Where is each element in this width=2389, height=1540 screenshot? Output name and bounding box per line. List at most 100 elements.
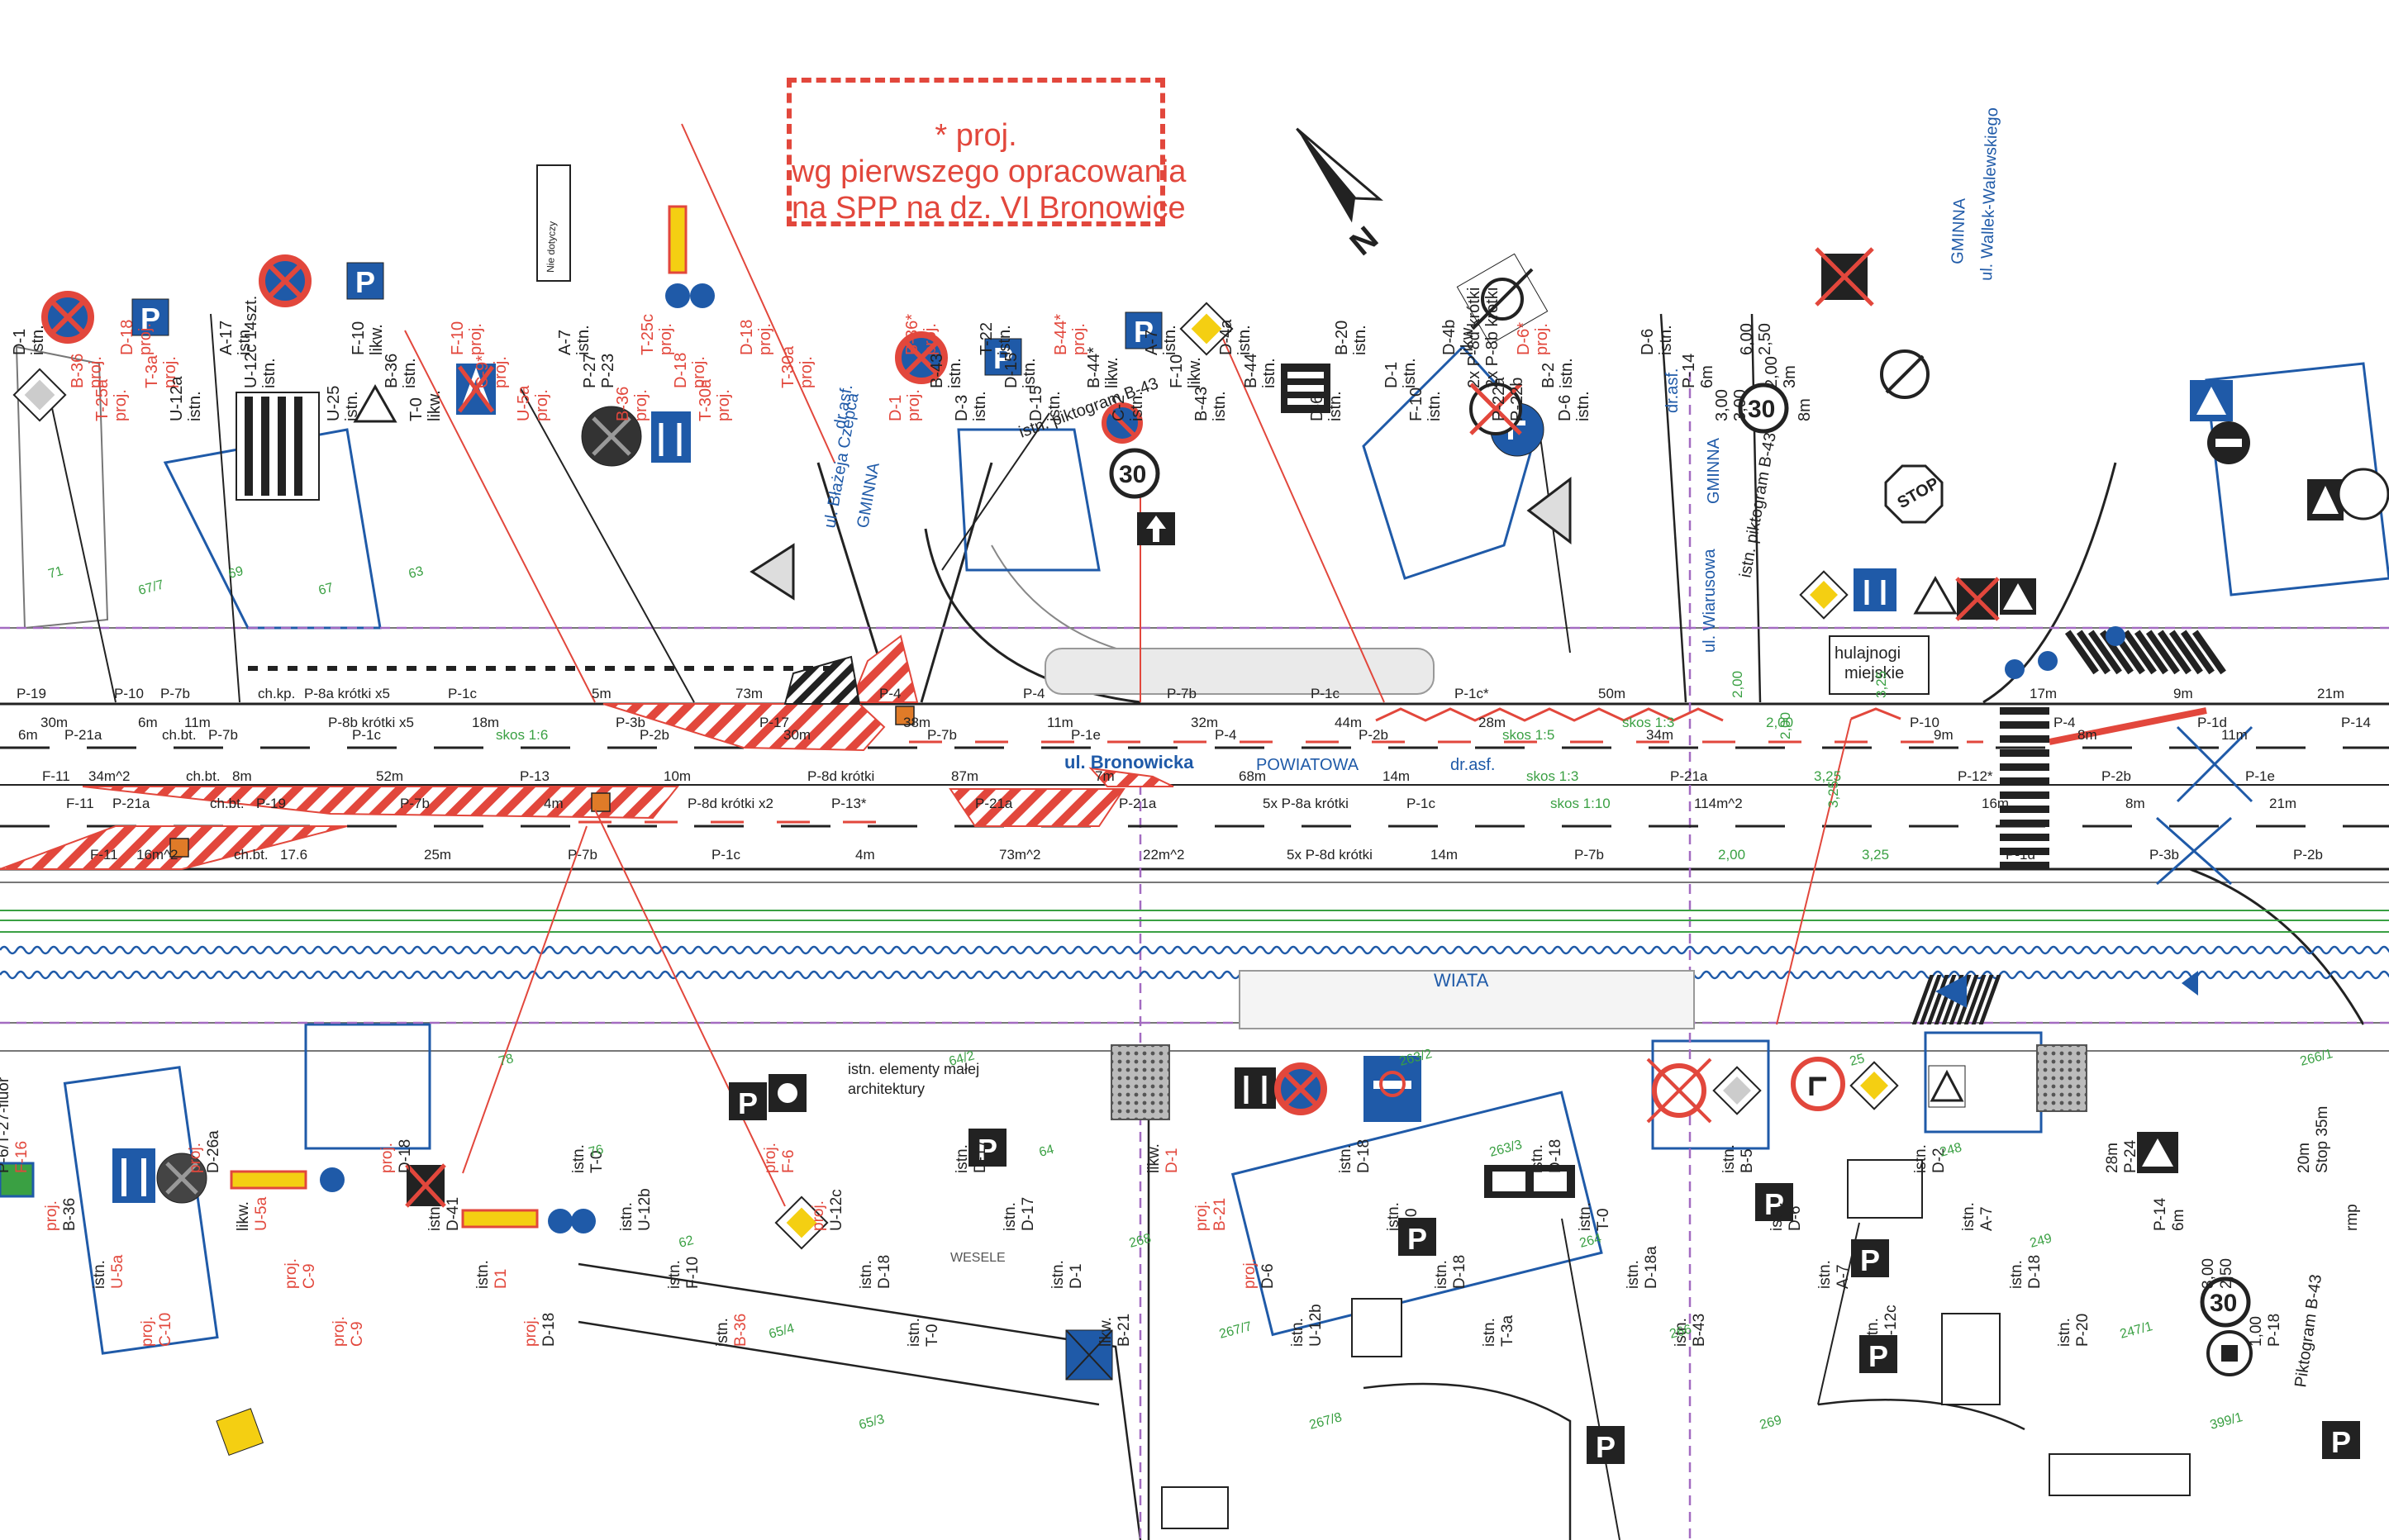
sign-label: T-25a [93,378,112,421]
road-marking-label: P-8d krótki x2 [688,796,773,811]
road-marking-label: P-21a [1119,796,1157,811]
crosswalk-stripe [2145,630,2180,675]
road-marking-label: 11m [184,715,211,730]
road-marking-label: 30m [40,715,68,730]
parcel-number: 399/1 [2209,1410,2244,1433]
mandatory-direction-sign-icon [548,1209,573,1233]
sign-label: P-23 [599,354,617,388]
sign-label: 3m [1781,365,1799,388]
legend-line: wg pierwszego opracowania [792,154,1187,189]
road-marking-label: P-7b [568,847,597,863]
road-marking-label: skos 1:3 [1526,768,1578,784]
parking-markers [169,706,915,858]
road-info-sign-icon [1484,1165,1575,1198]
sign-label: rmp [2344,1204,2361,1231]
road-marking-label: ch.bt. [162,727,197,743]
north-arrow-icon [1296,127,1383,223]
kerb-dash [664,666,674,671]
sign-label: proj. [657,323,675,355]
parking-sign-icon: P [1398,1218,1436,1256]
road-marking-label: P-21a [1670,768,1708,784]
kerb-dash [347,666,357,671]
svg-text:30: 30 [2210,1290,2237,1317]
sign-label: U-5a [109,1254,126,1289]
road-marking-label: 8m [232,768,252,784]
sign-label: istn. [714,1318,731,1347]
priority-road-sign-icon [1849,1061,1899,1110]
sign-label: istn. [1625,1260,1642,1289]
parcel-number: 267/7 [1218,1319,1254,1342]
road-marking-label: ch.bt. [234,847,269,863]
sign-label: istn. [1401,358,1419,388]
road-marking-label: ch.bt. [186,768,221,784]
bike-lane-sign-icon [2307,479,2344,520]
road-marking-label: P-14 [2341,715,2371,730]
sign-label: D-1 [887,395,905,421]
sign-label: proj. [378,1143,396,1173]
speed-limit-30-sign-icon: 30 [2200,1276,2251,1328]
legend-line: na SPP na dz. VI Bronowice [792,191,1186,226]
warning-triangle-sign-icon [353,383,397,423]
road-marking-label: P-4 [2053,715,2075,730]
road-marking-label: 34m [1646,727,1673,743]
sign-label: proj. [1241,1258,1259,1289]
road-marking-label: 16m^2 [136,847,178,863]
crosswalk-stripe [2076,630,2111,675]
sign-label: proj. [43,1200,60,1231]
sign-label: D-18 [540,1313,558,1347]
kerb-dash [565,666,575,671]
parcel-number: 65/4 [768,1321,797,1342]
road-marking-label: 17.6 [280,847,307,863]
road-marking-label: P-4 [1023,686,1045,701]
parking-sign-icon: P [984,338,1022,376]
sign-label: istn. [1049,1260,1067,1289]
crosswalk-stripe [1978,975,2001,1024]
sign-label: P-18 [2266,1314,2283,1347]
sign-label: D-41 [445,1197,462,1231]
road-marking-label: skos 1:3 [1622,715,1674,730]
sign-label: likw. [1186,357,1204,388]
sign-label: T-0 [1403,1209,1421,1231]
sign-label: likw. [1097,1317,1115,1347]
sign-label: F-10 [350,321,368,355]
sign-label: D-17 [972,1139,989,1173]
sign-label: istn. [1326,391,1344,421]
no-left-turn-sign-icon [1456,253,1549,345]
sign-label: proj. [533,389,551,421]
svg-text:P: P [355,265,375,299]
parcel-number: 76 [588,1143,606,1160]
crosswalk-stripe [2000,707,2049,715]
scooter-sign-icon [1829,635,1930,695]
sign-label: B-5 [1739,1148,1756,1173]
parcel-number: 65/3 [858,1412,887,1433]
sign-label: B-21 [1116,1314,1133,1347]
sign-label: Stop 35m [2314,1106,2331,1173]
crosswalk-stripe [2000,848,2049,855]
sign-label: istn. [1425,391,1444,421]
sign-label: proj. [112,389,130,421]
parcel-number: 63 [407,564,426,582]
road-marking-label: 34m^2 [88,768,131,784]
sign-label: T-3a [1499,1315,1516,1347]
speed-limit-30-sign-icon: 30 [1109,448,1160,499]
road-marking-label: 21m [2269,796,2296,811]
kerb-dash [387,666,397,671]
kerb-dash [526,666,535,671]
road-marking-label: 9m [2173,686,2193,701]
road-marking-label: P-10 [1910,715,1939,730]
no-stopping-sign-icon [1274,1062,1327,1115]
sign-label: F-10 [1407,387,1425,421]
sign-label: U-12a [168,376,186,421]
sign-label: proj. [139,1316,156,1347]
road-marking-label: 9m [1934,727,1954,743]
road-marking-label: 52m [376,768,403,784]
sign-label: P-22b [1508,378,1526,421]
parcel-number: 268 [1128,1232,1153,1251]
kerb-dash [506,666,516,671]
parking-sign-icon: P [1851,1239,1889,1277]
sign-label: proj. [87,356,105,388]
parking-sign-icon: P [346,262,384,300]
parcel-number: 249 [2029,1232,2053,1251]
sign-label: A-7 [1143,330,1161,355]
road-marking-label: P-1d [2197,715,2227,730]
